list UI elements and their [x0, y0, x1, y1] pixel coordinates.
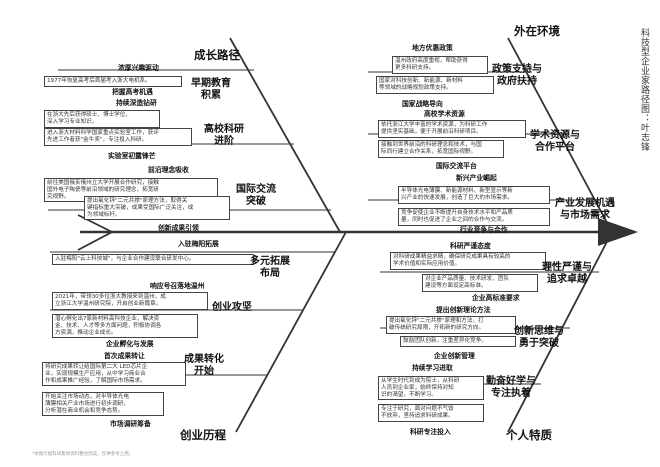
tl2-detail1: 在浙大先后获得硕士、博士学位， 深入学习专业知识。 — [44, 110, 160, 128]
tl1-sub1: 浓厚兴趣驱动 — [118, 64, 159, 72]
tl3-title: 国际交流 突破 — [236, 184, 276, 208]
br1-sub2: 企业高标准要求 — [472, 294, 520, 302]
page-title: 科技型企业家路径图：叶志锋 — [639, 28, 649, 152]
br1-sub1: 科研严谨态度 — [450, 242, 491, 250]
bl2-detail1: 2021年，带领30多位浙大教授来到温州，成 立浙江大学温州研究院，开启创业新篇… — [52, 292, 208, 310]
bl3-sub1: 首次成果转让 — [104, 352, 145, 360]
tr1-sub1: 地方优惠政策 — [412, 44, 453, 52]
br1-title: 理性严谨与 追求卓越 — [542, 262, 592, 286]
tl2-sub2: 实验室初露锋芒 — [108, 152, 156, 160]
br2-detail1: 提出氧化锌"二元共掺"原理和方法，打 破传统研究局限，开拓新的研究方向。 — [386, 316, 516, 334]
br2-sub1: 提出创新理论方法 — [436, 306, 491, 314]
tl3-sub2: 创新成果引领 — [158, 224, 199, 232]
br3-detail1: 从学生时代到成为院士，从科研 人员到企业家，始终保持对知 识的渴望，不断学习。 — [378, 376, 484, 401]
bl3-detail1: 将研究成果转让给国际第二大 LED芯片企 业，实现规模生产应用，从中学习商业合 … — [42, 362, 186, 387]
tr2-sub2: 国际交流平台 — [436, 162, 477, 170]
tr1-detail1: 温州政府高度重视，帮助获得 更多科研支持。 — [392, 56, 488, 74]
tl2-detail2: 进入浙大材料科学国家重点实验室工作，获评 先进工作者获"金牛奖"，专注投入科研。 — [44, 128, 192, 146]
tr2-title: 学术资源与 合作平台 — [530, 130, 580, 154]
tr1-detail2: 国家对科技创新、新能源、新材料 等领域的战略规划政策支持。 — [376, 76, 494, 94]
bone-personal — [507, 231, 613, 433]
tail-left — [77, 214, 114, 251]
tr2-detail1: 依托浙江大学丰富的学术资源，为科研工作 提供坚实基础，便于开展前沿科研项目。 — [378, 120, 526, 138]
head-career: 创业历程 — [180, 428, 226, 442]
tl2-sub1: 持续深造钻研 — [116, 99, 157, 107]
tl2-title: 高校科研 进阶 — [204, 124, 244, 148]
tr2-detail2: 接触到世界前沿的科研理念和技术，与国 际同行建立合作关系，拓宽国际视野。 — [378, 140, 504, 158]
head-personal: 个人特质 — [506, 428, 552, 442]
tl1-sub2: 把握高考机遇 — [112, 88, 153, 96]
tl1-detail1: 1977年恢复高考后首届考入浙大电机系。 — [44, 76, 182, 87]
br2-sub2: 企业创新管理 — [434, 352, 475, 360]
br1-detail1: 对科研成果精益求精，确保研究成果具有较高的 学术价值和实际应用价值。 — [390, 252, 546, 270]
bl3-detail2: 开始关注市场动态，对半导体光电 薄膜相关产业市场进行初步调研， 分析潜在商业机会… — [42, 392, 164, 417]
bl2-detail2: 潜心孵化出7家新材料高科技企业，解决资 金、技术、人才等多方面问题，积极协调各 … — [52, 314, 198, 339]
br2-title: 创新思维与 勇于突破 — [514, 326, 564, 350]
br3-sub1: 持续学习进取 — [412, 364, 453, 372]
tr3-sub2: 行业竞争与合作 — [460, 226, 508, 234]
bone-career — [235, 231, 347, 433]
br3-sub2: 科研专注投入 — [410, 428, 451, 436]
tl3-detail2: 提出氧化锌"二元共掺"原理方法，取得关 键指标重大突破，成果受国际广泛关注，成 … — [84, 196, 230, 221]
br2-detail2: 鼓励团队创新，注重差异化竞争。 — [400, 336, 516, 347]
head-outer-env: 外在环境 — [514, 24, 560, 38]
br1-detail2: 对企业产品质量、技术研发、团队 建设等方面设定高标准。 — [422, 274, 538, 292]
bl1-title: 多元拓展 布局 — [250, 256, 290, 280]
bl1-detail1: 入驻梅阳"云上科技城"，与企业合作建设联合研发中心。 — [52, 254, 254, 265]
tl1-title: 早期教育 积累 — [191, 78, 231, 102]
tr1-sub2: 国家战略导向 — [402, 100, 443, 108]
bl2-title: 创业攻坚 — [212, 302, 252, 313]
tr3-title: 产业发展机遇 与市场需求 — [555, 198, 615, 222]
tr3-sub1: 新兴产业崛起 — [456, 174, 497, 182]
tr3-detail1: 半导体光电薄膜、新能源材料、新型显示等新 兴产业的快速发展，创造了巨大的市场需求… — [398, 186, 550, 204]
br3-title: 勤奋好学与 专注执着 — [486, 376, 536, 400]
bl2-sub2: 企业孵化与发展 — [106, 340, 154, 348]
footnote: *本图示据科研集体资料整合而成，仅供参考之用。 — [32, 452, 134, 457]
tr3-detail2: 竞争促使企业不断提升自身技术水平和产品质 量，同时也促进了企业之间的合作与交流。 — [398, 208, 550, 226]
bl1-sub1: 入驻梅阳拓展 — [178, 240, 219, 248]
bl3-title: 成果转化 开始 — [184, 354, 224, 378]
tr1-title: 政策支持与 政府扶持 — [492, 64, 542, 88]
bl2-sub1: 响应号召落地温州 — [150, 282, 205, 290]
br3-detail2: 专注于研究，面对问题不气馁 不放弃，坚持追求科研成果。 — [378, 404, 484, 422]
tl3-sub1: 前沿理念吸收 — [148, 166, 189, 174]
tr2-sub1: 高校学术资源 — [424, 110, 465, 118]
bl3-sub2: 市场调研筹备 — [110, 420, 151, 428]
head-growth-path: 成长路径 — [194, 48, 240, 62]
